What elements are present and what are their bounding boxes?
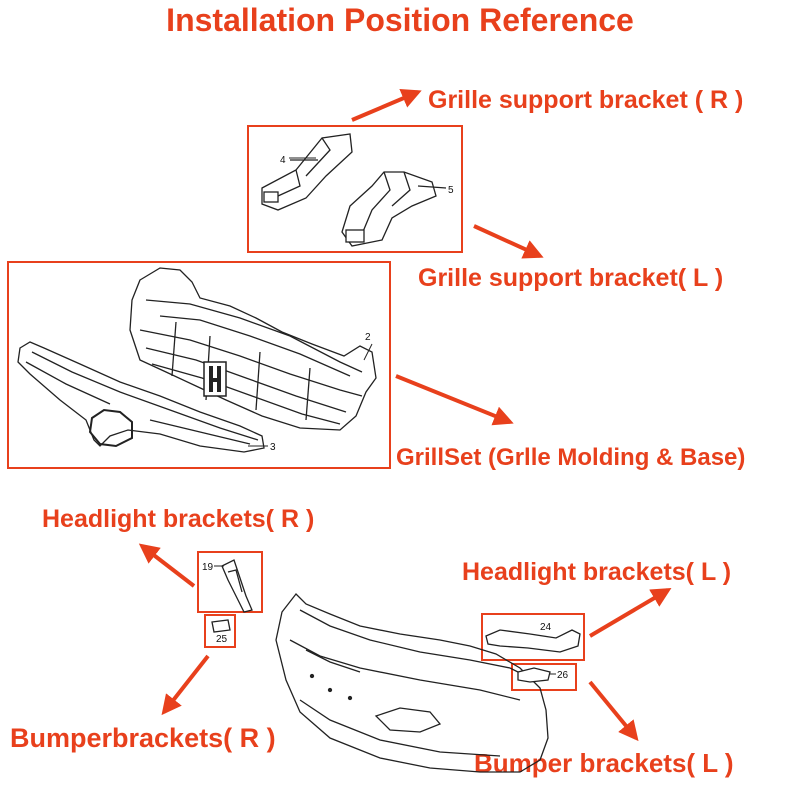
box-grill-set [7, 261, 391, 469]
label-headlight-brackets-r: Headlight brackets( R ) [42, 505, 315, 533]
arrow-bumper-l [588, 680, 639, 742]
part-number-19: 19 [202, 562, 214, 573]
page-title: Installation Position Reference [166, 2, 634, 38]
label-grill-set: GrillSet (Grlle Molding & Base) [396, 444, 746, 471]
part-2-grille-base [129, 267, 377, 431]
part-4-bracket [261, 133, 353, 211]
part-24-bracket [485, 629, 581, 653]
part-25-bracket [211, 619, 231, 633]
arrow-headlight-l [588, 587, 672, 638]
part-number-4: 4 [280, 155, 286, 166]
arrow-bumper-r [161, 654, 210, 716]
label-headlight-brackets-l: Headlight brackets( L ) [462, 558, 732, 586]
box-bumper-bracket-l [511, 663, 577, 691]
part-number-25: 25 [216, 634, 228, 645]
part-26-bracket [517, 667, 551, 683]
front-bumper [275, 593, 549, 773]
part-number-2: 2 [365, 332, 371, 343]
box-grille-support-brackets [247, 125, 463, 253]
arrow-grill-set [395, 374, 514, 426]
label-grille-support-bracket-l: Grille support bracket( L ) [418, 264, 724, 292]
box-bumper-bracket-r [204, 614, 236, 648]
part-number-24: 24 [540, 622, 552, 633]
label-grille-support-bracket-r: Grille support bracket ( R ) [428, 86, 744, 114]
part-5-bracket [341, 171, 447, 247]
part-number-26: 26 [557, 670, 569, 681]
part-3-grille-molding [17, 341, 265, 453]
label-bumper-brackets-l: Bumper brackets( L ) [474, 748, 734, 778]
label-bumper-brackets-r: Bumperbrackets( R ) [10, 723, 276, 753]
arrow-grille-support-r [351, 89, 422, 122]
arrow-headlight-r [138, 543, 196, 588]
part-19-bracket [221, 559, 253, 613]
box-headlight-bracket-r [197, 551, 263, 613]
arrow-grille-support-l [473, 224, 544, 259]
part-2-emblem [203, 361, 227, 397]
part-number-3: 3 [270, 442, 276, 453]
box-headlight-bracket-l [481, 613, 585, 661]
part-number-5: 5 [448, 185, 454, 196]
